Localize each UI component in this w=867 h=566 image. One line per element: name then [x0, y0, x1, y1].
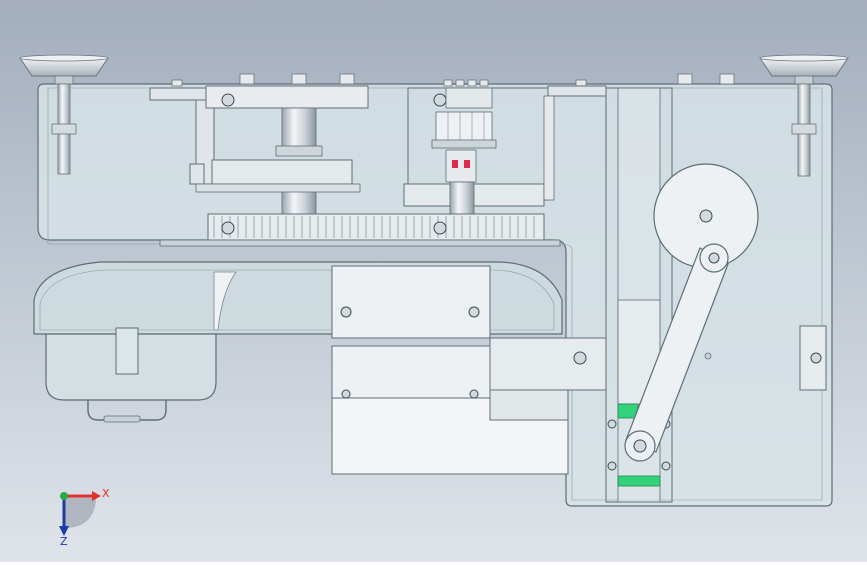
left-mount-plate	[195, 183, 361, 193]
bucket-slot	[115, 327, 139, 375]
top-bolts	[171, 73, 735, 87]
guide-bolts	[607, 419, 671, 471]
slide-block-upper	[331, 265, 491, 339]
slide-block-lower	[331, 345, 491, 399]
gear-strip	[207, 213, 545, 241]
left-pulley	[211, 159, 353, 185]
left-spindle-collar	[275, 145, 323, 157]
leveling-foot-right	[759, 54, 849, 177]
triad-z-arrow	[59, 526, 69, 536]
rod-upper-pin	[708, 252, 720, 264]
flexible-coupling	[445, 149, 477, 183]
triad-shadow	[64, 496, 96, 528]
mid-side-post	[543, 95, 555, 201]
bucket-handle-grip	[103, 415, 141, 423]
triad-x-label: X	[102, 487, 110, 500]
orientation-triad: X Z	[59, 487, 110, 548]
leveling-foot-left	[19, 54, 109, 175]
mid-right-bracket	[547, 85, 607, 97]
triad-z-label: Z	[60, 535, 68, 548]
left-plate-bolt	[221, 93, 235, 107]
right-side-bolt	[810, 352, 822, 364]
slide-arm-lower	[489, 389, 569, 421]
mid-spindle	[449, 181, 475, 215]
right-panel-hole	[704, 352, 712, 360]
guard-curved-sheet	[213, 271, 237, 331]
crank-wheel-hub	[699, 209, 713, 223]
green-stop-lower	[617, 475, 661, 487]
timing-pulley	[431, 87, 497, 149]
mid-bracket-bolt	[433, 93, 447, 107]
rod-lower-pin	[633, 439, 647, 453]
triad-y-origin	[60, 492, 68, 500]
left-spindle-upper	[281, 107, 317, 149]
slide-arm	[489, 337, 607, 391]
triad-x-arrow	[92, 491, 101, 501]
slide-bolts	[340, 306, 587, 399]
base-rail	[159, 239, 561, 247]
guard-hood-inner	[39, 269, 555, 331]
